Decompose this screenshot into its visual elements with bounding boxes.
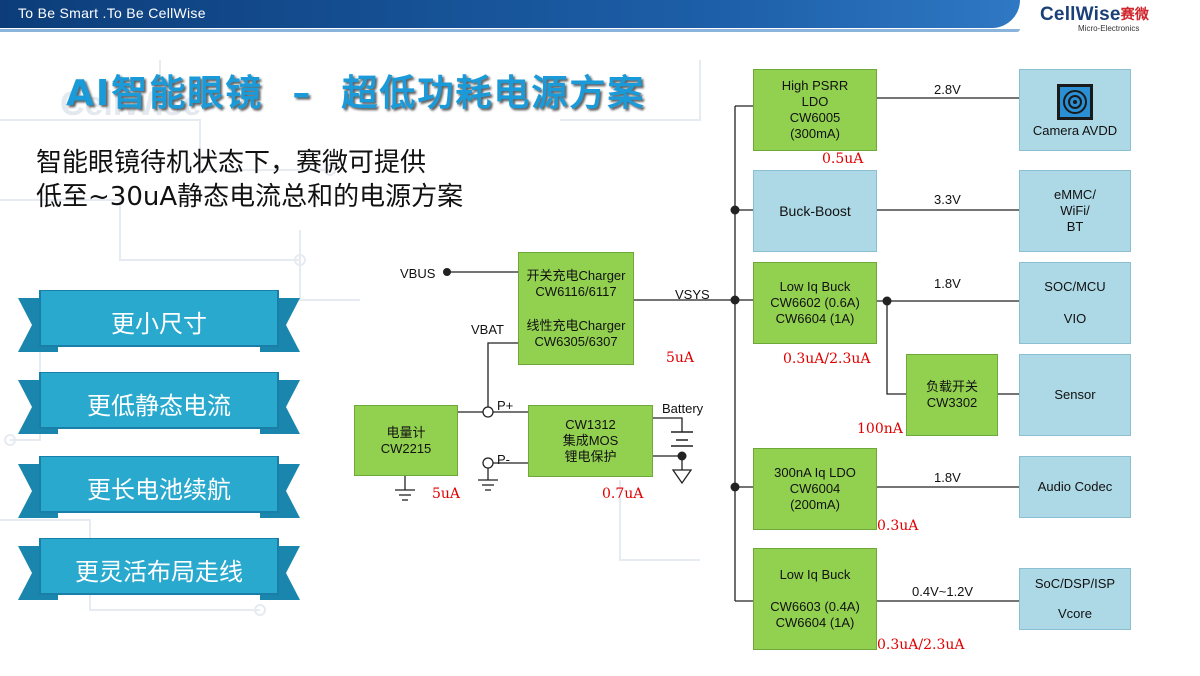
vcore-block: SoC/DSP/ISP Vcore [1019,568,1131,630]
charger-current: 5uA [666,350,695,366]
voltage-1v8-soc: 1.8V [934,276,961,291]
voltage-vcore: 0.4V~1.2V [912,584,974,599]
load-switch-current: 100nA [857,421,903,437]
ldo2-current: 0.3uA [877,518,919,534]
buck2-current: 0.3uA/2.3uA [877,637,965,653]
audio-codec-block: Audio Codec [1019,456,1131,518]
description-line-2: 低至~30uA静态电流总和的电源方案 [36,182,464,212]
feature-ribbon-1: 更小尺寸 [18,289,300,360]
fuel-gauge-block: 电量计 CW2215 [354,405,458,476]
battery-label: Battery [662,401,704,416]
gauge-current: 5uA [432,486,461,502]
feature-ribbon-2: 更低静态电流 [18,371,300,442]
buck-boost-block: Buck-Boost [753,170,877,252]
feature-label: 更小尺寸 [111,310,207,338]
buck1-current: 0.3uA/2.3uA [783,351,871,367]
header-line [0,29,1020,32]
battery-protection-block: CW1312 集成MOS 锂电保护 [528,405,653,477]
high-psrr-ldo-block: High PSRR LDO CW6005 (300mA) [753,69,877,151]
feature-label: 更长电池续航 [87,476,231,504]
watermark-logo: CellWise [60,85,202,123]
feature-ribbon-4: 更灵活布局走线 [18,537,300,608]
page-description: 智能眼镜待机状态下，赛微可提供 低至~30uA静态电流总和的电源方案 [36,146,463,214]
slogan: To Be Smart .To Be CellWise [18,5,206,21]
low-iq-buck-block-2: Low Iq Buck CW6603 (0.4A) CW6604 (1A) [753,548,877,650]
emmc-wifi-bt-block: eMMC/ WiFi/ BT [1019,170,1131,252]
voltage-2v8: 2.8V [934,82,961,97]
header-bar: To Be Smart .To Be CellWise [0,0,1020,28]
feature-label: 更灵活布局走线 [75,558,243,586]
camera-avdd-block: Camera AVDD [1019,69,1131,151]
ldo-current: 0.5uA [822,151,864,167]
sensor-block: Sensor [1019,354,1131,436]
voltage-1v8-audio: 1.8V [934,470,961,485]
protection-current: 0.7uA [602,486,644,502]
logo-subtitle: Micro-Electronics [1078,24,1140,33]
camera-lens-icon [1057,83,1093,120]
p-plus-label: P+ [497,398,514,413]
vbus-label: VBUS [400,266,436,281]
vbat-label: VBAT [471,322,504,337]
p-minus-label: P- [497,452,510,467]
vsys-label: VSYS [675,287,710,302]
feature-ribbon-3: 更长电池续航 [18,455,300,526]
page-title: AI智能眼镜 – 超低功耗电源方案 [66,73,646,114]
voltage-3v3: 3.3V [934,192,961,207]
soc-mcu-block: SOC/MCU VIO [1019,262,1131,344]
low-iq-buck-block-1: Low Iq Buck CW6602 (0.6A) CW6604 (1A) [753,262,877,344]
load-switch-block: 负载开关 CW3302 [906,354,998,436]
description-line-1: 智能眼镜待机状态下，赛微可提供 [36,148,427,178]
feature-label: 更低静态电流 [87,392,231,420]
nano-iq-ldo-block: 300nA Iq LDO CW6004 (200mA) [753,448,877,530]
charger-block: 开关充电Charger CW6116/6117 线性充电Charger CW63… [518,252,634,365]
